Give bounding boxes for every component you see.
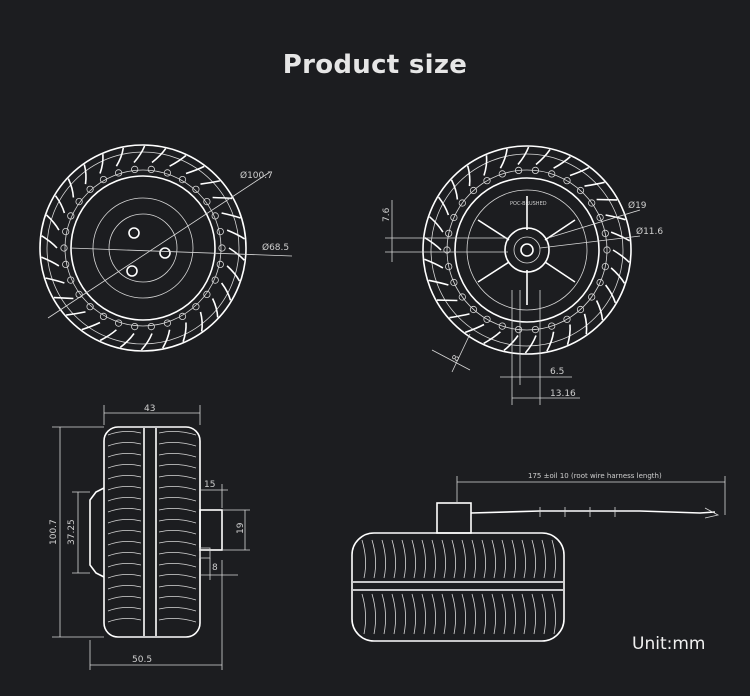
front-bolt-circle xyxy=(108,213,178,283)
back-dia-11-6-label: Ø11.6 xyxy=(636,226,663,237)
side-shaft-15: 15 xyxy=(204,480,215,490)
front-dim-line-100-7 xyxy=(47,171,271,319)
side-height-37-25: 37.25 xyxy=(67,519,77,545)
front-bolt-1 xyxy=(128,227,140,239)
front-hole-ring xyxy=(64,169,222,327)
side-width-50-5: 50.5 xyxy=(132,655,152,665)
back-tread-pattern xyxy=(424,146,631,354)
side-view: 43 100.7 37.25 15 19 8 50.5 xyxy=(49,404,250,670)
cable-view-tread xyxy=(361,539,556,635)
side-width-43: 43 xyxy=(144,404,155,414)
back-dim-8: 8 xyxy=(451,353,463,363)
front-hub-circle xyxy=(92,197,194,299)
side-tire-body xyxy=(103,426,201,638)
back-axle-outer xyxy=(513,236,541,264)
hub-logo: POC-BRUSHED xyxy=(510,201,547,207)
back-rim xyxy=(454,177,600,323)
side-shaft-step xyxy=(199,547,211,559)
back-hole-ring xyxy=(446,169,608,331)
back-dim-7-6: 7.6 xyxy=(382,207,392,222)
cable-length-label: 175 ±oil 10 (root wire harness length) xyxy=(528,472,662,480)
side-shaft-19: 19 xyxy=(236,522,246,534)
back-dim-6-5: 6.5 xyxy=(550,367,564,377)
front-bolt-3 xyxy=(126,265,138,277)
front-holes xyxy=(60,165,226,331)
side-height-100-7: 100.7 xyxy=(49,519,59,545)
front-dim-line-68-5 xyxy=(69,247,293,257)
back-view: POC-BRUSHED 7.6 Ø19 Ø11.6 8 6.5 13.16 xyxy=(382,145,663,405)
front-dia-outer-label: Ø100.7 xyxy=(240,170,273,181)
front-tire-tread-ring xyxy=(46,151,240,345)
side-hub-left xyxy=(89,487,105,578)
back-tire-outer xyxy=(422,145,632,355)
front-view: Ø100.7 Ø68.5 xyxy=(39,144,293,352)
front-tire-outer xyxy=(39,144,247,352)
cable-view: 175 ±oil 10 (root wire harness length) xyxy=(351,472,726,642)
back-dia-19-label: Ø19 xyxy=(628,200,647,211)
side-tread-pattern xyxy=(107,431,197,623)
back-hub-cap xyxy=(504,227,550,273)
back-holes xyxy=(443,166,611,334)
back-dim-13-16: 13.16 xyxy=(550,389,576,399)
back-hub-outer xyxy=(466,189,588,311)
back-tire-tread-ring xyxy=(430,153,624,347)
front-dia-inner-label: Ø68.5 xyxy=(262,242,289,253)
back-spokes xyxy=(477,196,576,305)
cable-view-tire xyxy=(351,532,565,642)
unit-label: Unit:mm xyxy=(632,634,706,654)
front-bolt-2 xyxy=(159,247,171,259)
front-tread-pattern xyxy=(41,145,246,351)
page-title: Product size xyxy=(282,50,468,80)
side-shaft-8: 8 xyxy=(212,563,218,573)
cable-wire xyxy=(470,510,716,514)
back-axle xyxy=(520,243,534,257)
side-shaft xyxy=(199,509,223,551)
cable-connector-box xyxy=(436,502,472,534)
